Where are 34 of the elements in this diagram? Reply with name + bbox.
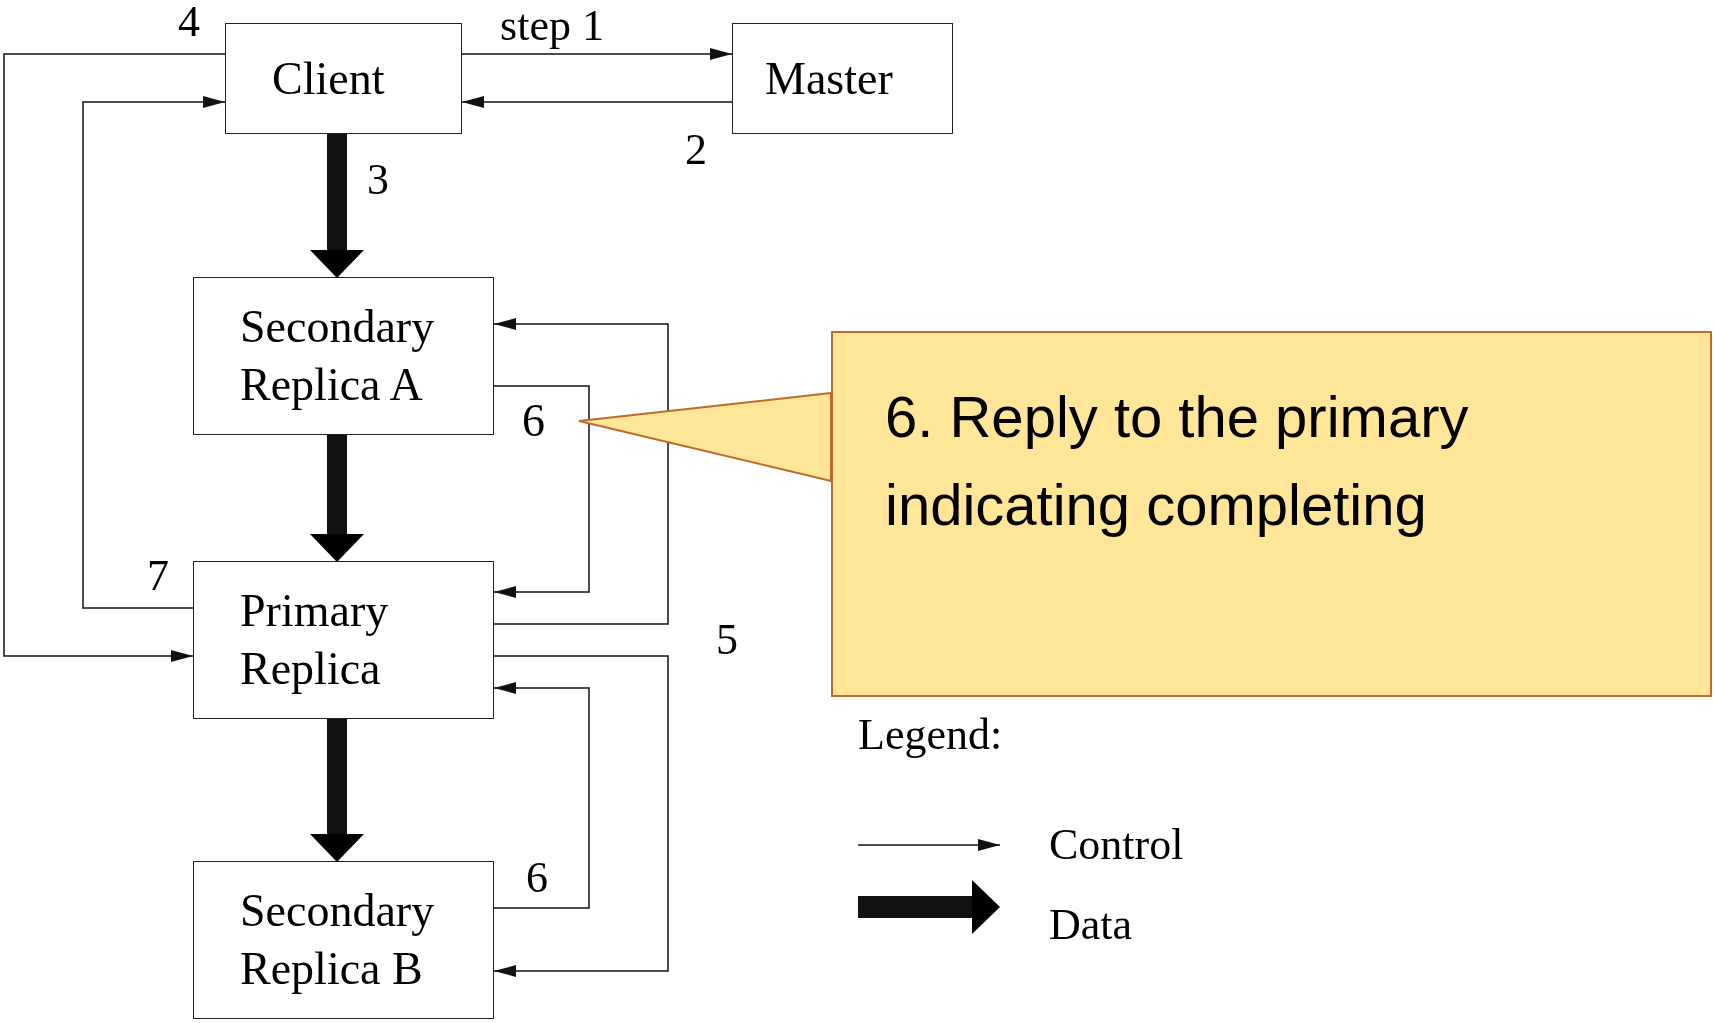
edge-label: 7 <box>147 552 169 600</box>
process-box <box>193 861 494 1019</box>
legend-label: Data <box>1049 901 1133 949</box>
control-arrow <box>82 96 226 609</box>
control-arrow <box>493 385 590 598</box>
step-number: 6 <box>522 394 545 448</box>
callout-box <box>831 331 1712 697</box>
box-label: Primary Replica <box>239 584 390 696</box>
control-arrow <box>493 655 669 977</box>
box-label: Secondary Replica A <box>239 300 436 412</box>
process-box <box>732 23 953 134</box>
box-label: Secondary Replica B <box>239 884 436 996</box>
control-arrow <box>3 53 226 662</box>
process-box <box>193 277 494 435</box>
step-number: 5 <box>716 616 738 664</box>
control-arrow <box>493 318 669 625</box>
edge-label: step 1 <box>500 2 604 50</box>
control-arrow <box>461 48 733 60</box>
data-arrow <box>310 435 364 562</box>
process-box <box>225 23 462 134</box>
edge-label: 2 <box>685 126 707 174</box>
box-label: Client <box>271 51 385 106</box>
control-arrow <box>461 96 733 108</box>
data-arrow <box>310 134 364 278</box>
edge-label: 4 <box>178 0 200 46</box>
edge-label: 3 <box>367 156 389 204</box>
control-arrow <box>493 682 590 909</box>
box-label: Master <box>764 51 893 106</box>
legend-title: Legend: <box>858 711 1003 759</box>
legend-label: Control <box>1049 821 1184 869</box>
process-box <box>193 561 494 719</box>
callout-text: 6. Reply to the primary indicating completing <box>884 383 1470 539</box>
data-arrow <box>310 719 364 862</box>
edge-label: 6 <box>526 854 548 902</box>
